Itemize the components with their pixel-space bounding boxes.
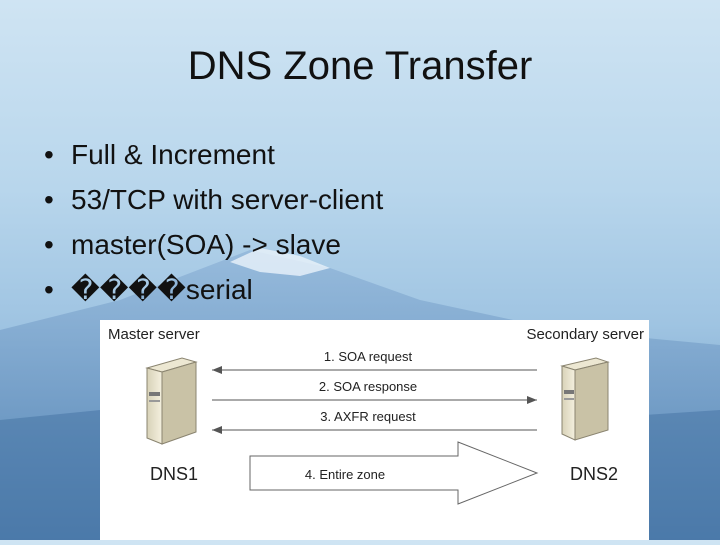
message-label: 2. SOA response <box>319 379 417 394</box>
bullet-item: •master(SOA) -> slave <box>44 229 341 260</box>
bullet-item: •53/TCP with server-client <box>44 184 384 215</box>
secondary-server-label: Secondary server <box>526 326 644 343</box>
bullet-list: •Full & Increment •53/TCP with server-cl… <box>44 132 383 312</box>
secondary-server-icon <box>560 357 610 441</box>
master-host-label: DNS1 <box>150 464 198 484</box>
bullet-text: 53/TCP with server-client <box>71 184 384 215</box>
bullet-text: Full & Increment <box>71 139 275 170</box>
message-label: 3. AXFR request <box>320 409 416 424</box>
arrow-right-icon <box>212 396 537 404</box>
secondary-host-label: DNS2 <box>570 464 618 484</box>
arrow-left-icon <box>212 366 537 374</box>
zone-transfer-diagram: Master server Secondary server 1. SOA re… <box>100 320 649 540</box>
message-label: 1. SOA request <box>324 349 413 364</box>
arrow-left-icon <box>212 426 537 434</box>
slide-title: DNS Zone Transfer <box>187 44 533 88</box>
master-server-icon <box>145 357 198 445</box>
bullet-item: •����serial <box>44 274 253 305</box>
message-label: 4. Entire zone <box>305 467 385 482</box>
bullet-text: ����serial <box>71 274 253 305</box>
block-arrow-right-icon <box>249 441 539 505</box>
master-server-label: Master server <box>108 326 200 343</box>
bullet-text: master(SOA) -> slave <box>71 229 341 260</box>
bullet-item: •Full & Increment <box>44 139 275 170</box>
